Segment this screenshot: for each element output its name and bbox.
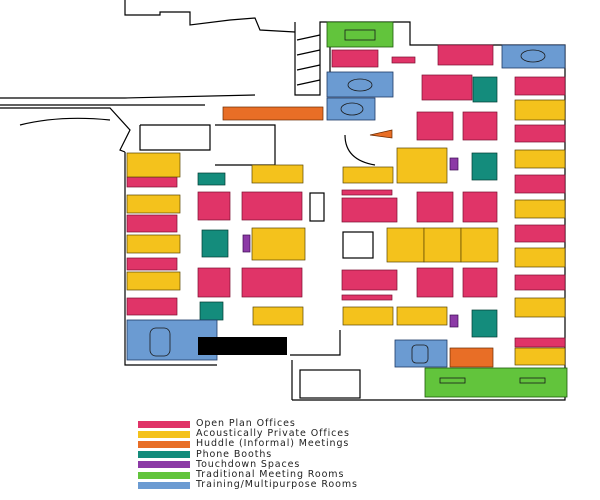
floor-plan (0, 0, 568, 401)
legend-swatch (138, 471, 190, 479)
legend-swatch (138, 420, 190, 428)
legend-item: Traditional Meeting Rooms (138, 470, 358, 480)
legend-label: Open Plan Offices (196, 418, 296, 430)
legend-swatch (138, 461, 190, 469)
phone-booths (197, 76, 498, 338)
legend-item: Open Plan Offices (138, 419, 358, 429)
building-outline (0, 0, 566, 401)
legend-item: Phone Booths (138, 448, 358, 460)
legend-label: Phone Booths (196, 448, 273, 460)
acoustically-private-offices (126, 99, 566, 366)
training-rooms (126, 44, 566, 368)
touchdown-spaces (242, 157, 459, 328)
legend-item: Touchdown Spaces (138, 458, 358, 470)
legend-label: Training/Multipurpose Rooms (196, 479, 358, 491)
legend-swatch (138, 451, 190, 459)
legend-item: Huddle (Informal) Meetings (138, 439, 358, 449)
legend-label: Touchdown Spaces (196, 458, 301, 470)
legend-label: Traditional Meeting Rooms (196, 469, 345, 481)
huddle-meetings (222, 106, 494, 368)
traditional-meeting-rooms (326, 21, 568, 398)
legend-label: Acoustically Private Offices (196, 428, 350, 440)
service-core (198, 337, 287, 355)
open-plan-offices (126, 44, 566, 348)
legend: Open Plan Offices Acoustically Private O… (138, 419, 358, 490)
legend-label: Huddle (Informal) Meetings (196, 438, 350, 450)
legend-item: Acoustically Private Offices (138, 429, 358, 439)
legend-item: Training/Multipurpose Rooms (138, 480, 358, 490)
legend-swatch (138, 430, 190, 438)
furniture-marks (149, 29, 546, 384)
legend-swatch (138, 481, 190, 489)
legend-swatch (138, 440, 190, 448)
